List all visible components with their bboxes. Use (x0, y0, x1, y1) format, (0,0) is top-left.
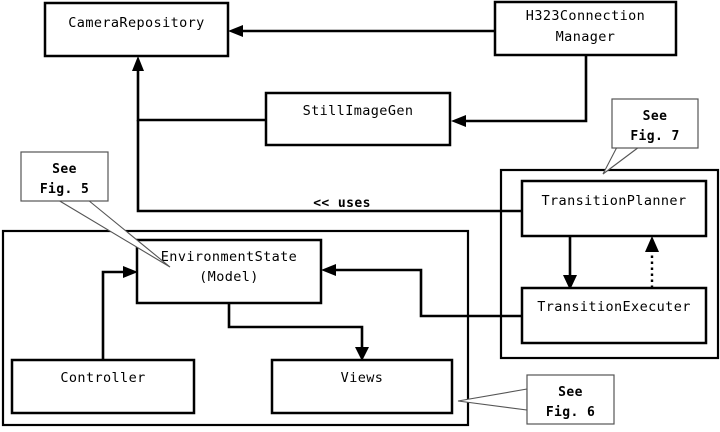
arrow-head-controller-to-environment-state (123, 266, 138, 278)
edge-transition-executer-to-environment-state (332, 268, 522, 318)
node-camera-repository[interactable] (43, 1, 230, 58)
edge-h323-to-still-image-gen (461, 55, 588, 123)
callout-see-fig-5[interactable]: See Fig. 5 (20, 151, 171, 268)
callout-see-fig-6-line1: See (558, 385, 583, 400)
node-transition-planner-label: TransitionPlanner (542, 193, 687, 209)
node-camera-repository-label: CameraRepository (68, 15, 204, 31)
callout-see-fig-6-box (526, 374, 615, 425)
node-transition-executer-label: TransitionExecuter (537, 299, 691, 315)
callout-see-fig-6-line2: Fig. 6 (546, 405, 595, 420)
node-still-image-gen-label: StillImageGen (303, 103, 414, 119)
callout-see-fig-5-box (20, 151, 109, 202)
node-environment-state[interactable] (135, 238, 323, 305)
node-h323-connection-manager-label-2: Manager (556, 29, 616, 45)
callout-see-fig-7-line1: See (643, 109, 668, 124)
node-views-label: Views (341, 370, 384, 386)
callout-see-fig-7[interactable]: See Fig. 7 (602, 98, 699, 175)
node-views[interactable] (270, 358, 454, 415)
edge-transition-planner-uses-camera-repository (136, 120, 522, 213)
node-h323-connection-manager[interactable] (493, 0, 678, 57)
callout-see-fig-5-line2: Fig. 5 (40, 182, 89, 197)
callout-see-fig-6[interactable]: See Fig. 6 (457, 374, 615, 425)
arrow-head-executer-to-planner (645, 236, 659, 252)
arrow-head-still-image-gen-to-camera-repository (132, 56, 144, 71)
node-environment-state-label-1: EnvironmentState (161, 249, 297, 265)
arrow-head-executer-to-environment-state (321, 264, 336, 276)
node-still-image-gen[interactable] (264, 91, 452, 147)
node-transition-planner[interactable] (520, 179, 708, 238)
edge-still-image-gen-to-camera-repository (136, 68, 266, 122)
node-environment-state-label-2: (Model) (199, 269, 259, 285)
node-h323-connection-manager-label-1: H323Connection (526, 8, 645, 24)
node-controller[interactable] (10, 358, 196, 415)
arrow-head-h323-to-camera-repository (228, 25, 243, 37)
arrow-head-h323-to-still-image-gen (451, 115, 466, 127)
edge-label-uses: << uses (313, 196, 371, 211)
callout-see-fig-5-line1: See (52, 162, 77, 177)
mvc-group-container (1, 229, 470, 427)
arrow-head-planner-to-executer (563, 275, 577, 290)
transition-group-container (499, 168, 720, 360)
node-controller-label: Controller (60, 370, 145, 386)
edge-environment-state-to-views (227, 303, 364, 350)
edge-controller-to-environment-state (101, 270, 128, 360)
node-transition-executer[interactable] (520, 286, 708, 345)
callout-see-fig-7-line2: Fig. 7 (630, 129, 679, 144)
callout-see-fig-7-box (611, 98, 699, 149)
arrow-head-environment-state-to-views (355, 347, 369, 361)
